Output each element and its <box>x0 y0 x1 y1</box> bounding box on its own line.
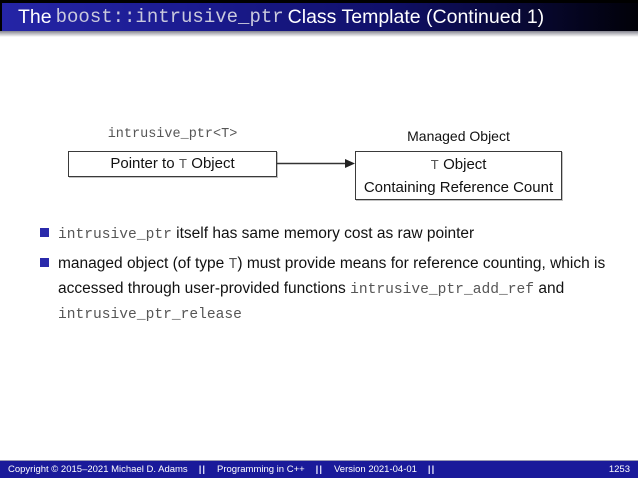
footer-version: Version 2021-04-01 <box>334 464 417 475</box>
title-code: boost::intrusive_ptr <box>55 6 284 28</box>
bullet1-code: intrusive_ptr <box>58 227 172 243</box>
managed-box-line1-post: Object <box>438 155 487 173</box>
bullet2-addref-code: intrusive_ptr_add_ref <box>350 282 535 298</box>
managed-box-line2: Containing Reference Count <box>363 178 554 196</box>
title-bar-shadow <box>0 31 638 37</box>
bullet2-text-pre: managed object (of type <box>58 255 229 272</box>
footer-copyright: Copyright © 2015–2021 Michael D. Adams <box>8 464 188 475</box>
bullet2-release-code: intrusive_ptr_release <box>58 307 242 323</box>
managed-box-line1: T Object <box>431 154 487 177</box>
title-prefix: The <box>18 5 52 28</box>
bullet-text: intrusive_ptr itself has same memory cos… <box>58 222 474 247</box>
bullet-square-icon <box>40 228 49 237</box>
pointer-box-label: intrusive_ptr<T> <box>107 127 238 142</box>
pointer-box: Pointer to T Object <box>68 151 277 177</box>
pointer-arrow <box>277 159 355 168</box>
bullet-square-icon <box>40 258 49 267</box>
pointer-box-text-post: Object <box>187 154 235 172</box>
managed-box-line1-code: T <box>430 157 439 174</box>
bullet-text: managed object (of type T) must provide … <box>58 252 615 327</box>
footer-page-number: 1253 <box>608 464 630 475</box>
footer-separator: || <box>427 464 436 475</box>
pointer-box-text: Pointer to T Object <box>110 153 234 176</box>
pointer-box-text-pre: Pointer to <box>110 154 179 172</box>
footer-bar: Copyright © 2015–2021 Michael D. Adams |… <box>0 460 638 478</box>
title-suffix: Class Template (Continued 1) <box>287 5 545 28</box>
footer-separator: || <box>315 464 323 475</box>
title-bar: The boost::intrusive_ptr Class Template … <box>0 0 638 31</box>
bullet1-text: itself has same memory cost as raw point… <box>171 225 475 242</box>
managed-box: T Object Containing Reference Count <box>355 151 562 200</box>
managed-box-label: Managed Object <box>407 128 510 144</box>
footer-course: Programming in C++ <box>217 464 305 475</box>
footer-separator: || <box>198 464 207 475</box>
bullet2-text-post: ) must provide means for reference count… <box>58 255 606 297</box>
pointer-box-text-code: T <box>178 156 188 173</box>
bullet2-and-text: and <box>534 280 565 297</box>
bullet-item-memory-cost: intrusive_ptr itself has same memory cos… <box>40 222 615 247</box>
bullet2-type-code: T <box>228 257 238 273</box>
bullet-item-ref-counting: managed object (of type T) must provide … <box>40 252 615 327</box>
